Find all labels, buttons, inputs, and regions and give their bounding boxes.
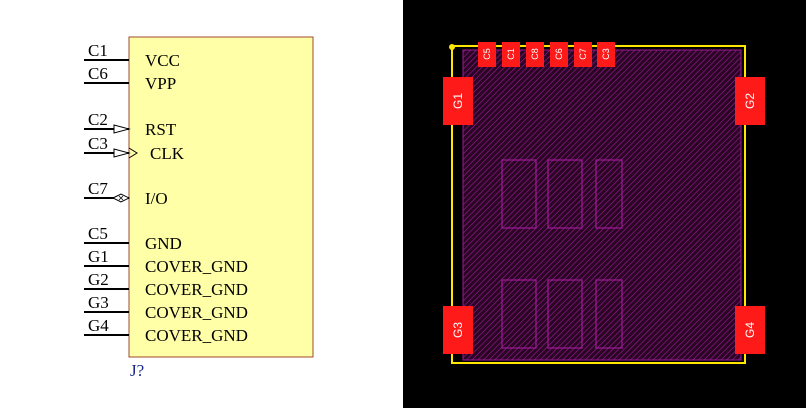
- pad-g3[interactable]: G3: [443, 306, 473, 354]
- pad-label: G1: [451, 93, 465, 109]
- pin-number: C7: [88, 179, 108, 198]
- designator-label[interactable]: J?: [130, 361, 144, 380]
- pad-label: C3: [601, 48, 611, 60]
- pad-c8[interactable]: C8: [526, 42, 544, 67]
- pin-name: GND: [145, 234, 182, 253]
- pad-label: G4: [743, 322, 757, 338]
- pad-label: C1: [506, 48, 516, 60]
- pin-number: C1: [88, 41, 108, 60]
- pad-label: G3: [451, 322, 465, 338]
- pad-g1[interactable]: G1: [443, 77, 473, 125]
- pin-name: COVER_GND: [145, 326, 248, 345]
- contact-pad[interactable]: [547, 279, 583, 349]
- component-body[interactable]: [128, 36, 314, 358]
- pad-label: G2: [743, 93, 757, 109]
- contact-pad[interactable]: [501, 279, 537, 349]
- pad-copper: [574, 42, 592, 67]
- pad-copper: [502, 42, 520, 67]
- pad-copper: [597, 42, 615, 67]
- contact-pad-group: [501, 159, 623, 349]
- pad-copper: [443, 306, 473, 354]
- pad-copper: [735, 306, 765, 354]
- pin-group: C1VCCC6VPPC2RSTC3CLKC7I/OC5GNDG1COVER_GN…: [84, 41, 248, 345]
- pad-c1[interactable]: C1: [502, 42, 520, 67]
- contact-pad[interactable]: [501, 159, 537, 229]
- contact-pad[interactable]: [547, 159, 583, 229]
- schematic-symbol: C1VCCC6VPPC2RSTC3CLKC7I/OC5GNDG1COVER_GN…: [84, 36, 314, 380]
- pad-copper: [550, 42, 568, 67]
- pin-number: G3: [88, 293, 109, 312]
- pin-c7[interactable]: C7I/O: [84, 179, 168, 208]
- pad-copper: [735, 77, 765, 125]
- pin-number: G4: [88, 316, 109, 335]
- pin-name: COVER_GND: [145, 280, 248, 299]
- pin-name: CLK: [150, 144, 185, 163]
- pad-c3[interactable]: C3: [597, 42, 615, 67]
- pad-c6[interactable]: C6: [550, 42, 568, 67]
- pin-name: COVER_GND: [145, 257, 248, 276]
- clock-symbol-icon: [128, 147, 138, 159]
- input-arrow-icon: [113, 124, 131, 134]
- pad-c5[interactable]: C5: [478, 42, 496, 67]
- contact-pad[interactable]: [595, 159, 623, 229]
- pin1-marker-dot: [449, 44, 455, 50]
- pin-number: G2: [88, 270, 109, 289]
- cross-mark-icon: [118, 195, 124, 201]
- pad-g2[interactable]: G2: [735, 77, 765, 125]
- pad-label: C8: [530, 48, 540, 60]
- pin-number: C5: [88, 224, 108, 243]
- pad-copper: [443, 77, 473, 125]
- pin-name: RST: [145, 120, 177, 139]
- pin-name: I/O: [145, 189, 168, 208]
- pad-label: C5: [482, 48, 492, 60]
- input-arrow-icon: [113, 148, 131, 158]
- pin-number: C2: [88, 110, 108, 129]
- pad-label: C6: [554, 48, 564, 60]
- pad-copper: [526, 42, 544, 67]
- pin-number: G1: [88, 247, 109, 266]
- pin-number: C6: [88, 64, 108, 83]
- top-pad-group: C5 C1 C8 C6 C7 C3: [478, 42, 615, 67]
- pin-name: COVER_GND: [145, 303, 248, 322]
- pin-name: VCC: [145, 51, 180, 70]
- pin-number: C3: [88, 134, 108, 153]
- pad-copper: [478, 42, 496, 67]
- contact-pad[interactable]: [595, 279, 623, 349]
- pad-g4[interactable]: G4: [735, 306, 765, 354]
- pin-name: VPP: [145, 74, 176, 93]
- pad-c7[interactable]: C7: [574, 42, 592, 67]
- pad-label: C7: [578, 48, 588, 60]
